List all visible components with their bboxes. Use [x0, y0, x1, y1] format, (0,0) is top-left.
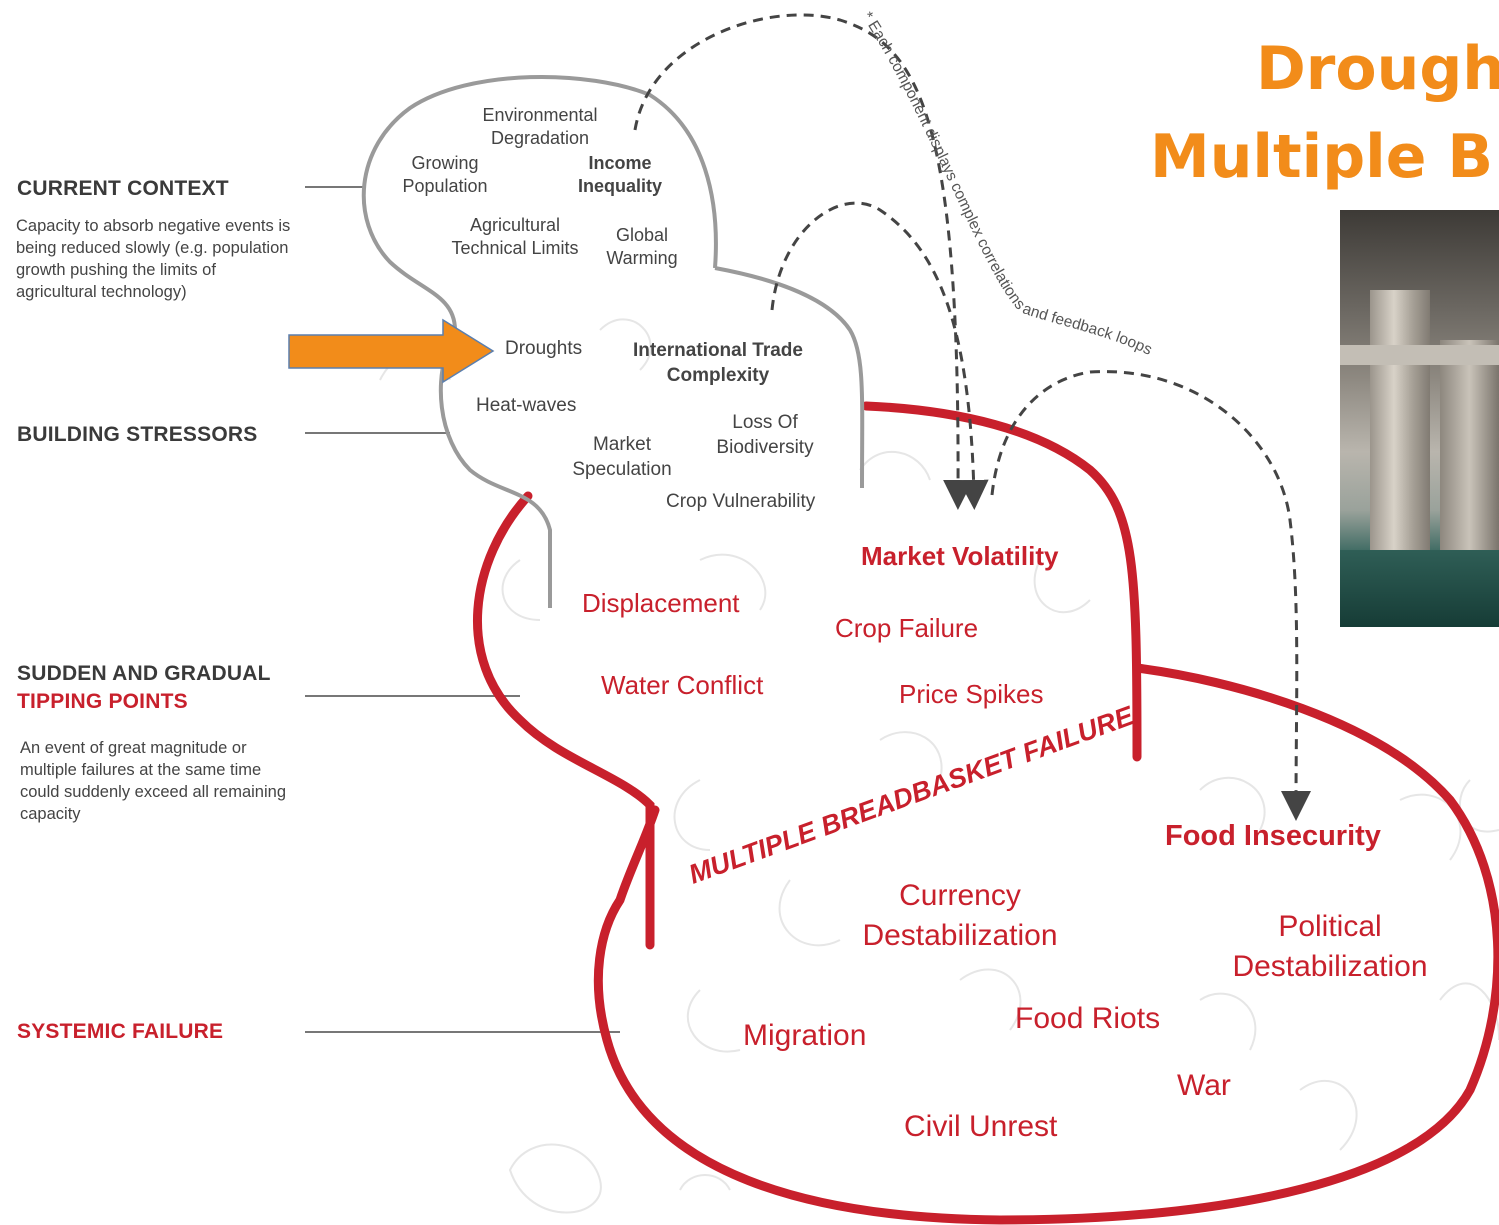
item-crop-vulnerability: Crop Vulnerability — [666, 491, 816, 512]
stage-heading-building-stressors: BUILDING STRESSORS — [17, 423, 258, 446]
item-civil-unrest: Civil Unrest — [904, 1110, 1058, 1143]
failure-banner: MULTIPLE BREADBASKET FAILURE — [685, 700, 1138, 889]
background-doodles — [379, 318, 1499, 1214]
item-price-spikes: Price Spikes — [899, 679, 1044, 709]
stage-heading-tipping-points: TIPPING POINTS — [17, 690, 188, 713]
item-crop-failure: Crop Failure — [835, 613, 979, 643]
item-market-volatility: Market Volatility — [861, 541, 1059, 571]
feedback-arrows — [633, 13, 1312, 821]
red-outline — [473, 401, 1499, 1225]
stage-heading-current-context: CURRENT CONTEXT — [17, 177, 229, 200]
item-food-riots: Food Riots — [1015, 1002, 1161, 1035]
stage-heading-sudden-gradual: SUDDEN AND GRADUAL — [17, 662, 271, 685]
title-line-1: Drough — [1256, 34, 1499, 104]
item-displacement: Displacement — [582, 588, 740, 618]
stage-description-tipping-points: An event of great magnitude or multiple … — [20, 739, 286, 823]
feedback-note: * Each component displays complex correl… — [859, 9, 1155, 359]
item-war: War — [1177, 1069, 1231, 1102]
orange-pointer-arrow — [288, 318, 495, 384]
item-food-insecurity: Food Insecurity — [1165, 820, 1381, 852]
stage-heading-systemic-failure: SYSTEMIC FAILURE — [17, 1020, 224, 1043]
item-heat-waves: Heat-waves — [476, 395, 577, 416]
item-water-conflict: Water Conflict — [601, 670, 764, 700]
stage-description-current-context: Capacity to absorb negative events is be… — [16, 217, 291, 301]
title-line-2: Multiple B — [1150, 122, 1494, 192]
gray-outline — [361, 74, 865, 608]
dam-intake-tower-photo — [1340, 210, 1499, 627]
item-droughts: Droughts — [505, 338, 583, 359]
stage-connectors — [305, 186, 620, 1033]
item-migration: Migration — [743, 1019, 867, 1052]
